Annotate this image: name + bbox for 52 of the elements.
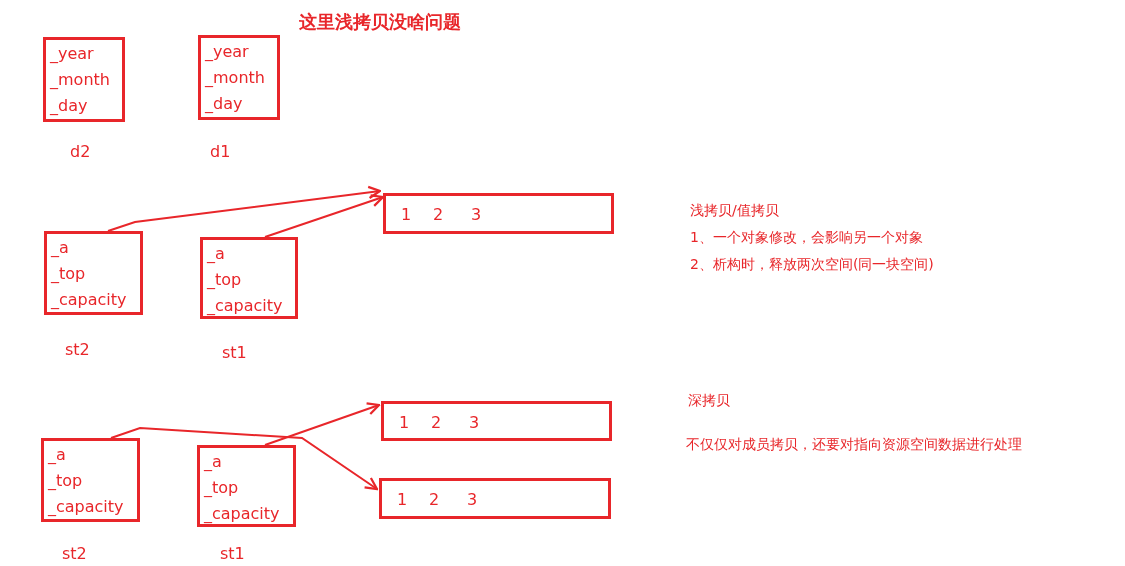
- member-name: _year: [50, 44, 94, 64]
- arrow: [264, 402, 381, 446]
- member-name: _top: [48, 471, 83, 491]
- member-name: _capacity: [207, 296, 283, 316]
- member-name: _day: [205, 94, 243, 114]
- array-value: 1: [399, 413, 410, 433]
- member-name: _a: [204, 452, 222, 472]
- member-name: _top: [51, 264, 86, 284]
- array-box: [383, 193, 614, 234]
- array-value: 3: [469, 413, 480, 433]
- note-text: 不仅仅对成员拷贝，还要对指向资源空间数据进行处理: [686, 436, 1022, 454]
- arrow: [110, 427, 379, 491]
- member-name: _year: [205, 42, 249, 62]
- variable-name: st2: [65, 340, 90, 359]
- array-value: 3: [467, 490, 478, 510]
- member-name: _capacity: [48, 497, 124, 517]
- member-name: _top: [207, 270, 242, 290]
- array-value: 3: [471, 205, 482, 225]
- array-value: 1: [401, 205, 412, 225]
- member-name: _month: [205, 68, 265, 88]
- member-name: _month: [50, 70, 110, 90]
- note-text: 1、一个对象修改，会影响另一个对象: [690, 229, 923, 247]
- array-box: [381, 401, 612, 441]
- struct-box: [200, 237, 298, 319]
- variable-name: st2: [62, 544, 87, 563]
- variable-name: st1: [222, 343, 247, 362]
- member-name: _a: [207, 244, 225, 264]
- member-name: _day: [50, 96, 88, 116]
- member-name: _capacity: [51, 290, 127, 310]
- member-name: _a: [51, 238, 69, 258]
- variable-name: d1: [210, 142, 231, 161]
- variable-name: st1: [220, 544, 245, 563]
- array-value: 2: [433, 205, 444, 225]
- struct-box: [198, 35, 280, 120]
- diagram-title: 这里浅拷贝没啥问题: [299, 10, 461, 34]
- note-text: 2、析构时，释放两次空间(同一块空间): [690, 256, 934, 274]
- array-box: [379, 478, 611, 519]
- struct-box: [197, 445, 296, 527]
- variable-name: d2: [70, 142, 91, 161]
- array-value: 2: [429, 490, 440, 510]
- struct-box: [44, 231, 143, 315]
- arrow: [264, 194, 385, 238]
- struct-box: [43, 37, 125, 122]
- struct-box: [41, 438, 140, 522]
- arrow: [107, 185, 382, 232]
- member-name: _a: [48, 445, 66, 465]
- member-name: _top: [204, 478, 239, 498]
- member-name: _capacity: [204, 504, 280, 524]
- array-value: 2: [431, 413, 442, 433]
- note-text: 深拷贝: [688, 392, 730, 410]
- note-text: 浅拷贝/值拷贝: [690, 202, 779, 220]
- array-value: 1: [397, 490, 408, 510]
